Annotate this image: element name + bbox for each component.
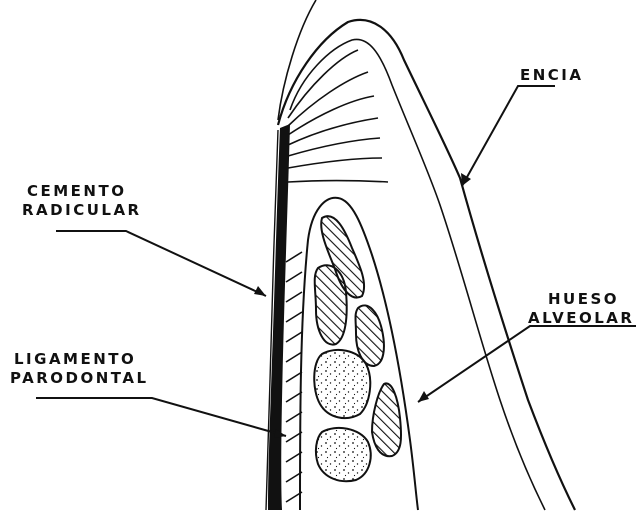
marrow-space-stippled xyxy=(314,350,370,418)
encia-arrow xyxy=(462,86,555,186)
marrow-space-stippled xyxy=(316,428,371,481)
hueso-arrow xyxy=(418,326,636,402)
label-hueso-alveolar: HUESO ALVEOLAR xyxy=(528,290,634,328)
marrow-space-hatched xyxy=(372,383,401,456)
label-line: ALVEOLAR xyxy=(528,309,634,328)
label-line: HUESO xyxy=(548,290,634,309)
label-ligamento-parodontal: LIGAMENTO PARODONTAL xyxy=(10,350,149,388)
label-encia-text: ENCIA xyxy=(520,66,584,85)
label-encia: ENCIA xyxy=(520,66,584,85)
label-line: CEMENTO xyxy=(27,182,142,201)
label-line: RADICULAR xyxy=(22,201,142,220)
label-cemento-radicular: CEMENTO RADICULAR xyxy=(22,182,142,220)
ligamento-arrow xyxy=(36,398,286,436)
marrow-space-hatched xyxy=(315,265,347,344)
label-line: PARODONTAL xyxy=(10,369,149,388)
cemento-arrow xyxy=(56,231,266,296)
gingiva-top-line xyxy=(278,0,316,120)
label-line: LIGAMENTO xyxy=(14,350,149,369)
